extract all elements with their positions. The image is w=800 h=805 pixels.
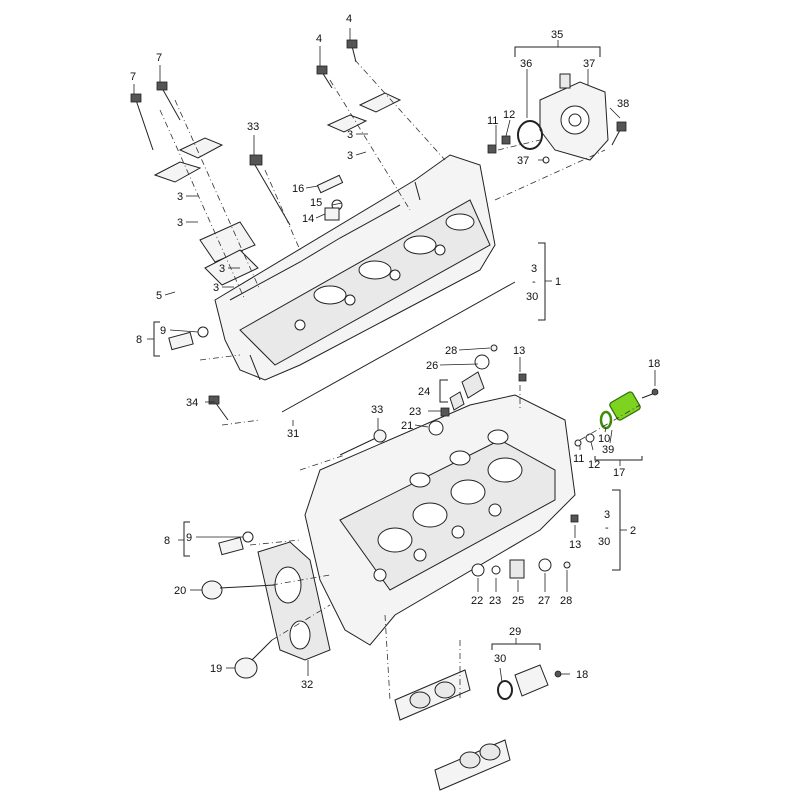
label-range2-dash: - [605,522,609,534]
label-36: 36 [520,58,532,70]
label-23-low: 23 [489,595,501,607]
label-2: 2 [630,525,636,537]
label-39: 39 [602,444,614,456]
divider-line-31 [281,281,516,413]
label-range1-dash: - [532,276,536,288]
label-21: 21 [401,420,413,432]
label-37: 37 [583,58,595,70]
label-19: 19 [210,663,222,675]
label-28-top: 28 [445,345,457,357]
label-10: 10 [598,433,610,445]
label-38: 38 [617,98,629,110]
seal-ring-highlight [599,410,613,430]
label-13-top: 13 [513,345,525,357]
label-range1-30: 30 [526,291,538,303]
lower-small-parts [218,344,571,579]
upper-cylinder-head [214,154,496,381]
vacuum-pump [487,73,627,164]
label-3-b: 3 [347,150,353,162]
head-gasket [257,541,331,661]
camshaft-assembly [394,664,562,791]
label-18-low: 18 [576,669,588,681]
label-33-mid: 33 [371,404,383,416]
label-33-top: 33 [247,121,259,133]
label-15: 15 [310,197,322,209]
label-25: 25 [512,595,524,607]
label-27: 27 [538,595,550,607]
label-26: 26 [426,360,438,372]
callout-labels: 4 4 7 7 35 36 37 38 33 12 11 37 3 3 3 3 … [130,13,660,691]
label-24: 24 [418,386,430,398]
label-20: 20 [174,585,186,597]
label-12-top: 12 [503,109,515,121]
label-32: 32 [301,679,313,691]
label-14: 14 [302,213,314,225]
label-37-b: 37 [517,155,529,167]
label-23-mid: 23 [409,406,421,418]
label-3-c: 3 [177,191,183,203]
label-7-b: 7 [156,52,162,64]
solenoid-body-highlight [609,391,641,421]
label-3-a: 3 [347,129,353,141]
label-16: 16 [292,183,304,195]
label-range2-3: 3 [604,509,610,521]
camshaft-solenoid-highlighted [574,388,659,447]
label-34: 34 [186,397,198,409]
label-7-a: 7 [130,71,136,83]
lower-cylinder-head [304,373,579,646]
label-3-d: 3 [177,217,183,229]
label-8-top: 8 [136,334,142,346]
label-range2-30: 30 [598,536,610,548]
upper-bearing-caps [153,92,402,286]
label-5: 5 [156,290,162,302]
label-4-a: 4 [346,13,352,25]
label-31: 31 [287,428,299,440]
upper-bolts [130,39,358,421]
label-3-f: 3 [213,282,219,294]
label-8-mid: 8 [164,535,170,547]
label-17: 17 [613,467,625,479]
label-4-b: 4 [316,33,322,45]
leader-lines [133,28,656,701]
label-9-top: 9 [160,325,166,337]
label-1: 1 [555,276,561,288]
label-28-low: 28 [560,595,572,607]
label-13-mid: 13 [569,539,581,551]
label-9-mid: 9 [186,532,192,544]
label-11-mid: 11 [573,453,584,465]
label-35: 35 [551,29,563,41]
label-22: 22 [471,595,483,607]
label-12-mid: 12 [588,459,600,471]
label-29: 29 [509,626,521,638]
label-range1-3: 3 [531,263,537,275]
label-11-top: 11 [487,115,498,127]
label-3-e: 3 [219,263,225,275]
label-30-low: 30 [494,653,506,665]
label-18-mid: 18 [648,358,660,370]
